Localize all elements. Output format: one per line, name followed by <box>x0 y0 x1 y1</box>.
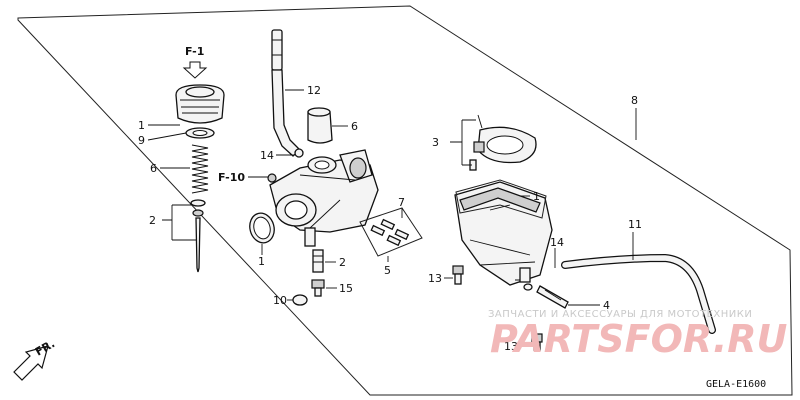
callout-1-oring: 1 <box>258 255 265 268</box>
screw-13-bottom <box>531 333 543 351</box>
cap-6 <box>307 107 333 144</box>
callout-2: 2 <box>149 214 156 227</box>
callout-15: 15 <box>339 282 353 295</box>
callout-1-gasket: 1 <box>533 190 540 203</box>
clamp-3 <box>469 114 537 171</box>
callout-13-bottom: 13 <box>504 340 518 353</box>
fr-arrow-icon <box>13 345 49 381</box>
f1-label: F-1 <box>185 45 204 58</box>
gasket-1 <box>455 179 547 219</box>
drain-screw-4 <box>523 283 569 309</box>
f1-reference: F-1 <box>182 45 208 79</box>
callout-14: 14 <box>260 149 274 162</box>
carburetor-body <box>267 149 379 247</box>
callout-7: 7 <box>398 196 405 209</box>
callout-12: 12 <box>307 84 321 97</box>
watermark-caption: ЗАПЧАСТИ И АКСЕССУАРЫ ДЛЯ МОТОТЕХНИКИ <box>488 309 752 320</box>
callout-14-tube: 14 <box>550 236 564 249</box>
callout-11: 11 <box>628 218 642 231</box>
float-chamber <box>454 181 553 286</box>
diagram-frame <box>17 5 793 396</box>
jet-needle-2 <box>190 199 206 273</box>
callout-10: 10 <box>273 294 287 307</box>
callout-6: 6 <box>150 162 157 175</box>
spring-6 <box>191 144 209 194</box>
clip-10 <box>292 294 308 306</box>
screw-13 <box>452 265 464 285</box>
callout-5: 5 <box>384 264 391 277</box>
screw-15 <box>311 279 325 297</box>
callout-6-cap: 6 <box>351 120 358 133</box>
top-cap <box>175 84 225 124</box>
clip-14 <box>294 148 304 158</box>
callout-2-jet: 2 <box>339 256 346 269</box>
f10-label: F-10 <box>218 171 245 184</box>
breather-tube-12 <box>271 29 301 157</box>
drain-tube-11 <box>561 253 716 334</box>
callout-8: 8 <box>631 94 638 107</box>
watermark-brand: PARTSFOR.RU <box>490 317 788 361</box>
callout-13: 13 <box>428 272 442 285</box>
callout-1: 1 <box>138 119 145 132</box>
callout-4: 4 <box>603 299 610 312</box>
main-jet-2 <box>312 249 324 273</box>
screw-set-5 <box>359 207 423 257</box>
diagram-code: GELA-E1600 <box>706 379 766 390</box>
up-arrow-icon <box>182 61 208 79</box>
watermark: ЗАПЧАСТИ И АКСЕССУАРЫ ДЛЯ МОТОТЕХНИКИ PA… <box>488 309 788 361</box>
callout-3: 3 <box>432 136 439 149</box>
front-direction-arrow: FR. <box>13 337 57 381</box>
callout-9: 9 <box>138 134 145 147</box>
